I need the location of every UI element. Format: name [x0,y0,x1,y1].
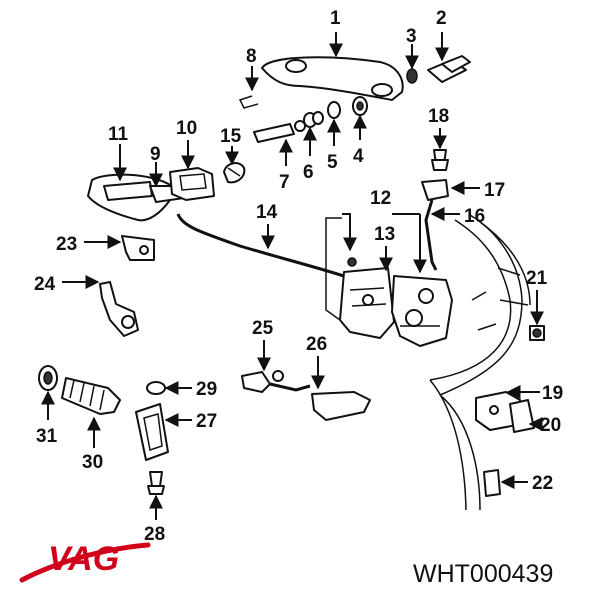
part-6-grommet [303,111,324,128]
part-27-frame [135,403,169,461]
callout-24: 24 [34,274,56,295]
callout-7: 7 [279,172,290,193]
callout-17: 17 [484,180,505,201]
callout-28: 28 [144,524,165,545]
part-16-rod [424,199,438,271]
part-14-rod [176,213,351,280]
callout-6: 6 [303,162,314,183]
callout-26: 26 [306,334,327,355]
rod-end-clip [347,257,357,267]
callout-5: 5 [327,152,338,173]
callout-8: 8 [246,46,257,67]
part-2-lock-cylinder [427,55,471,83]
callout-27: 27 [196,411,217,432]
callout-29: 29 [196,379,217,400]
callout-16: 16 [464,206,485,227]
callout-9: 9 [150,144,161,165]
part-17-guide [421,179,449,201]
part-7-rod-fitting [253,120,306,143]
part-29-cap [146,381,166,395]
part-26-check-arm [311,391,371,421]
part-21-grommet [529,325,545,341]
callout-12: 12 [370,188,391,209]
callout-10: 10 [176,118,197,139]
part-30-boot [61,377,121,415]
part-20-striker-plate [509,399,535,433]
part-8-clip [238,95,259,109]
callout-25: 25 [252,318,274,339]
callout-23: 23 [56,234,77,255]
part-15-spring-clip [223,162,246,184]
part-13-lock-latch [391,275,453,347]
callout-15: 15 [220,126,242,147]
callout-4: 4 [353,146,364,167]
callout-1: 1 [330,8,341,29]
part-4-grommet [352,96,368,116]
part-18-lock-knob [431,149,449,171]
part-22-bumper [483,469,501,497]
part-19-striker [475,391,523,431]
part-25-check-strap [241,370,311,393]
callout-14: 14 [256,202,278,223]
callout-22: 22 [532,473,553,494]
callout-19: 19 [542,383,563,404]
callout-21: 21 [526,268,548,289]
part-number: WHT000439 [413,560,553,588]
part-31-grommet [38,365,58,391]
part-23-bracket [121,235,155,261]
door-frame-outline [429,214,531,511]
callout-13: 13 [374,224,395,245]
callout-11: 11 [108,124,129,145]
callout-30: 30 [82,452,103,473]
callout-labels: 1 2 3 4 5 6 7 8 9 10 11 12 13 14 15 16 1… [34,8,563,545]
callout-31: 31 [36,426,58,447]
callout-3: 3 [406,26,417,47]
part-10-lever-housing [169,167,215,201]
leader-lines [41,32,544,520]
part-28-pin [147,471,165,495]
bracket-12 [325,217,342,321]
part-3-cap [406,68,418,84]
part-5-grommet [327,101,341,119]
brand-name: VAG [48,540,119,578]
callout-2: 2 [436,8,447,29]
part-12-lock-assembly [339,267,395,339]
vag-logo: VAG [19,540,151,583]
callout-20: 20 [540,415,561,436]
callout-18: 18 [428,106,449,127]
part-24-bracket [99,281,139,337]
part-1-exterior-handle [261,56,404,101]
